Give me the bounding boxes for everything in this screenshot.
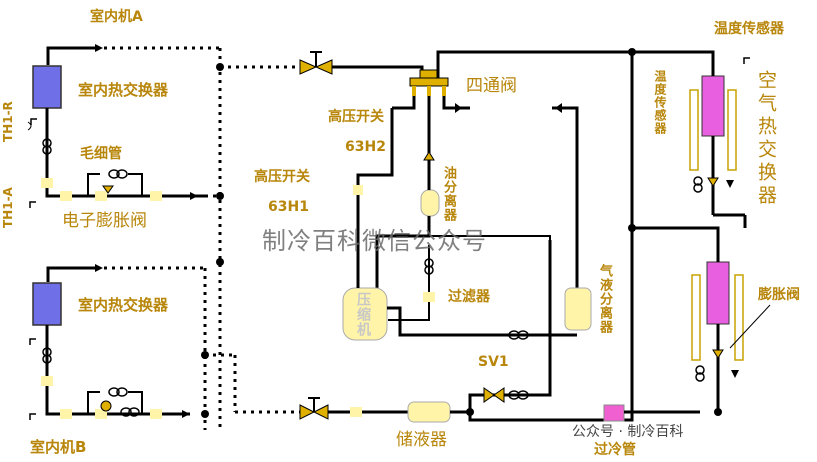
pipe (46, 46, 95, 65)
label-indoor-unit-b: 室内机B (30, 438, 87, 456)
label-th1a: TH1-A (1, 187, 15, 228)
label-63h2: 63H2 (345, 139, 386, 155)
sensor-th1a (29, 201, 36, 208)
eev-b (100, 400, 112, 412)
gas-liquid-separator (564, 287, 592, 331)
watermark-badge: 公众号 · 制冷百科 (572, 424, 684, 440)
label-63h1: 63H1 (268, 199, 309, 215)
air-heat-exchanger-top (632, 50, 737, 215)
label-indoor-unit-a: 室内机A (90, 9, 143, 25)
label-filter: 过滤器 (448, 289, 490, 305)
label-receiver: 储液器 (396, 430, 447, 450)
label-temp-sensor: 温度传感器 (714, 21, 784, 37)
sv1-valve (483, 387, 505, 403)
label-expansion-valve: 膨胀阀 (758, 287, 800, 303)
sensor-th1r (27, 118, 37, 131)
label-hp-switch-2: 高压开关 (328, 109, 384, 125)
indoor-heat-exchanger-b (32, 282, 62, 326)
label-gas-liquid-separator: 气液分离器 (597, 264, 612, 334)
label-oil-separator: 油分离器 (441, 166, 456, 222)
eev-a (102, 185, 114, 194)
label-capillary: 毛细管 (80, 146, 122, 162)
label-sv1: SV1 (478, 354, 509, 370)
label-indoor-hx-b: 室内热交换器 (78, 296, 169, 314)
indoor-unit-a (27, 44, 205, 208)
label-th1r: TH1-R (1, 101, 15, 142)
label-indoor-hx-a: 室内热交换器 (78, 81, 169, 99)
receiver (407, 401, 451, 423)
label-eev: 电子膨胀阀 (62, 211, 147, 231)
label-temp-sensor-vertical: 温度传感器 (653, 70, 667, 135)
air-heat-exchanger-bottom (628, 213, 771, 416)
subcooler (603, 404, 625, 422)
oil-separator (420, 189, 440, 217)
capillary-coil-a2 (108, 169, 128, 179)
watermark: 制冷百科微信公众号 (262, 227, 487, 255)
label-subcooler: 过冷管 (594, 442, 636, 458)
label-air-heat-exchanger: 空气热交换器 (755, 70, 777, 208)
service-valve-bottom (299, 397, 329, 420)
temp-sensor-icon (743, 57, 750, 64)
expansion-valve (712, 349, 724, 359)
label-compressor: 压缩机 (355, 292, 371, 337)
label-four-way-valve: 四通阀 (466, 76, 517, 96)
indoor-heat-exchanger-a (32, 65, 62, 109)
indoor-unit-b (29, 264, 205, 420)
compressor (342, 287, 388, 341)
label-hp-switch-1: 高压开关 (254, 169, 310, 185)
four-way-valve (409, 69, 449, 96)
service-valve-top (299, 51, 333, 75)
capillary-coil-a (42, 138, 52, 155)
